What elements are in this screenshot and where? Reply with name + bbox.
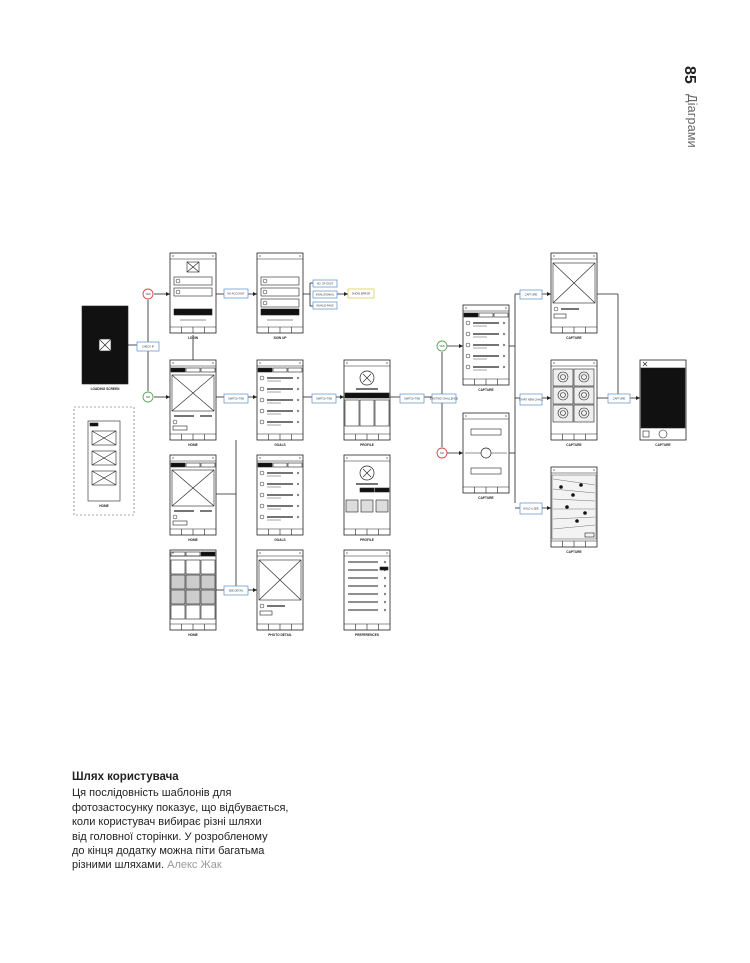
action-label: NO ACCOUNT (227, 292, 245, 296)
screen-label: LOADING SCREEN (91, 387, 121, 391)
decision-yes-mid: YES (436, 340, 448, 352)
action-existing: EXISTING CHALLENGE (430, 393, 459, 404)
screen-home-3: HOME (169, 549, 217, 637)
screen-login: LOGIN (169, 252, 217, 340)
screen-label: CAPTURE (478, 496, 493, 500)
decision-label: NO (146, 395, 150, 399)
screen-home-1: HOME (169, 359, 217, 447)
decision-label: YES (439, 344, 444, 348)
action-switch-tab-2: SWITCH TAB (311, 393, 337, 404)
decision-label: NO (440, 451, 444, 455)
action-label: CAPTURE (525, 293, 538, 297)
screen-home-2: HOME (169, 454, 217, 542)
section-title: Діаграми (685, 94, 699, 148)
screen-capture-list: CAPTURE (462, 304, 510, 392)
user-journey-diagram: CHECK IF NO ACCOUNT NO. OF DIGIT INVALID EM… (73, 252, 687, 637)
caption-author: Алекс Жак (167, 859, 222, 872)
screen-capture-detail: CAPTURE (550, 252, 598, 340)
screen-capture-grid: CAPTURE (550, 359, 598, 447)
screen-label: CAPTURE (478, 388, 493, 392)
action-capture-1: CAPTURE (519, 289, 543, 300)
screen-label: HOME (99, 504, 109, 508)
screen-profile-2: PROFILE (343, 454, 391, 542)
action-label: EXISTING CHALLENGE (430, 397, 459, 401)
screen-preferences: PREFERENCES (343, 549, 391, 637)
screen-sign-up: SIGN UP (256, 252, 304, 340)
decision-yes-top: YES (142, 288, 154, 300)
action-switch-tab-1: SWITCH TAB (223, 393, 249, 404)
caption-line: фотозастосунку показує, що відбувається, (72, 801, 289, 814)
action-no-account: NO ACCOUNT (223, 288, 249, 299)
action-label: SWITCH TAB (228, 397, 244, 401)
screen-loading: LOADING SCREEN (81, 305, 129, 391)
screen-label: PROFILE (360, 538, 374, 542)
screen-label: CAPTURE (566, 336, 581, 340)
action-opt1: NO. OF DIGIT (312, 279, 338, 288)
action-label: SHOW ERROR (352, 292, 370, 296)
caption-line-last: різними шляхами. Алекс Жак (72, 858, 292, 872)
screen-label: SIGN UP (273, 336, 287, 340)
action-label: NO. OF DIGIT (317, 282, 334, 286)
screen-label: CAPTURE (566, 550, 581, 554)
action-label: SWITCH TAB (404, 397, 420, 401)
caption-title: Шлях користувача (72, 771, 179, 783)
decision-no-top: NO (142, 391, 154, 403)
action-label: SEE DETAIL (229, 589, 244, 593)
action-opt3: INVALID PASS (312, 301, 338, 310)
screen-capture-timer: CAPTURE (462, 412, 510, 500)
screen-capture-map: CAPTURE (550, 466, 598, 554)
action-check: CHECK IF (136, 341, 160, 352)
caption-line: до кінця додатку можна піти багатьма (72, 845, 265, 858)
screen-photo-detail: PHOTO DETAIL (256, 549, 304, 637)
action-capture-2: CAPTURE (607, 393, 631, 404)
screen-capture-camera: CAPTURE (639, 359, 687, 447)
caption: Шлях користувача Ця послідовність шаблон… (72, 770, 292, 873)
decision-no-mid: NO (436, 447, 448, 459)
action-label: START NEW CHALL (519, 398, 544, 402)
screen-label: HOME (188, 443, 198, 447)
screen-home-legend: HOME (73, 406, 135, 516)
action-label: INVALID PASS (316, 304, 334, 308)
screen-profile-1: PROFILE (343, 359, 391, 447)
action-label: CAPTURE (613, 397, 626, 401)
screen-label: PREFERENCES (355, 633, 379, 637)
caption-line: від головної сторінки. У розробленому (72, 830, 268, 843)
action-label: CHECK IF (142, 345, 155, 349)
caption-line: коли користувач вибирає різні шляхи (72, 816, 262, 829)
action-opt2: INVALID EMAIL (312, 290, 338, 299)
screen-label: GOALS (274, 538, 285, 542)
action-label: INVALID EMAIL (316, 293, 335, 297)
caption-line: Ця послідовність шаблонів для (72, 787, 232, 800)
screen-label: CAPTURE (655, 443, 670, 447)
screen-goals-1: GOALS (256, 359, 304, 447)
screen-label: PHOTO DETAIL (268, 633, 291, 637)
action-see-detail: SEE DETAIL (223, 585, 249, 596)
screen-label: CAPTURE (566, 443, 581, 447)
screen-goals-2: GOALS (256, 454, 304, 542)
page-number: 85 (681, 66, 698, 84)
screen-label: LOGIN (188, 336, 199, 340)
screen-label: HOME (188, 538, 198, 542)
screen-label: GOALS (274, 443, 285, 447)
screen-label: HOME (188, 633, 198, 637)
action-label: HOLD & SEE (523, 507, 539, 511)
action-error: SHOW ERROR (347, 288, 375, 299)
screen-label: PROFILE (360, 443, 374, 447)
decision-label: YES (145, 292, 150, 296)
action-switch-tab-3: SWITCH TAB (399, 393, 425, 404)
action-hold: HOLD & SEE (519, 502, 543, 515)
caption-last-text: різними шляхами. (72, 859, 165, 872)
action-label: SWITCH TAB (316, 397, 332, 401)
action-start: START NEW CHALL (519, 393, 544, 406)
